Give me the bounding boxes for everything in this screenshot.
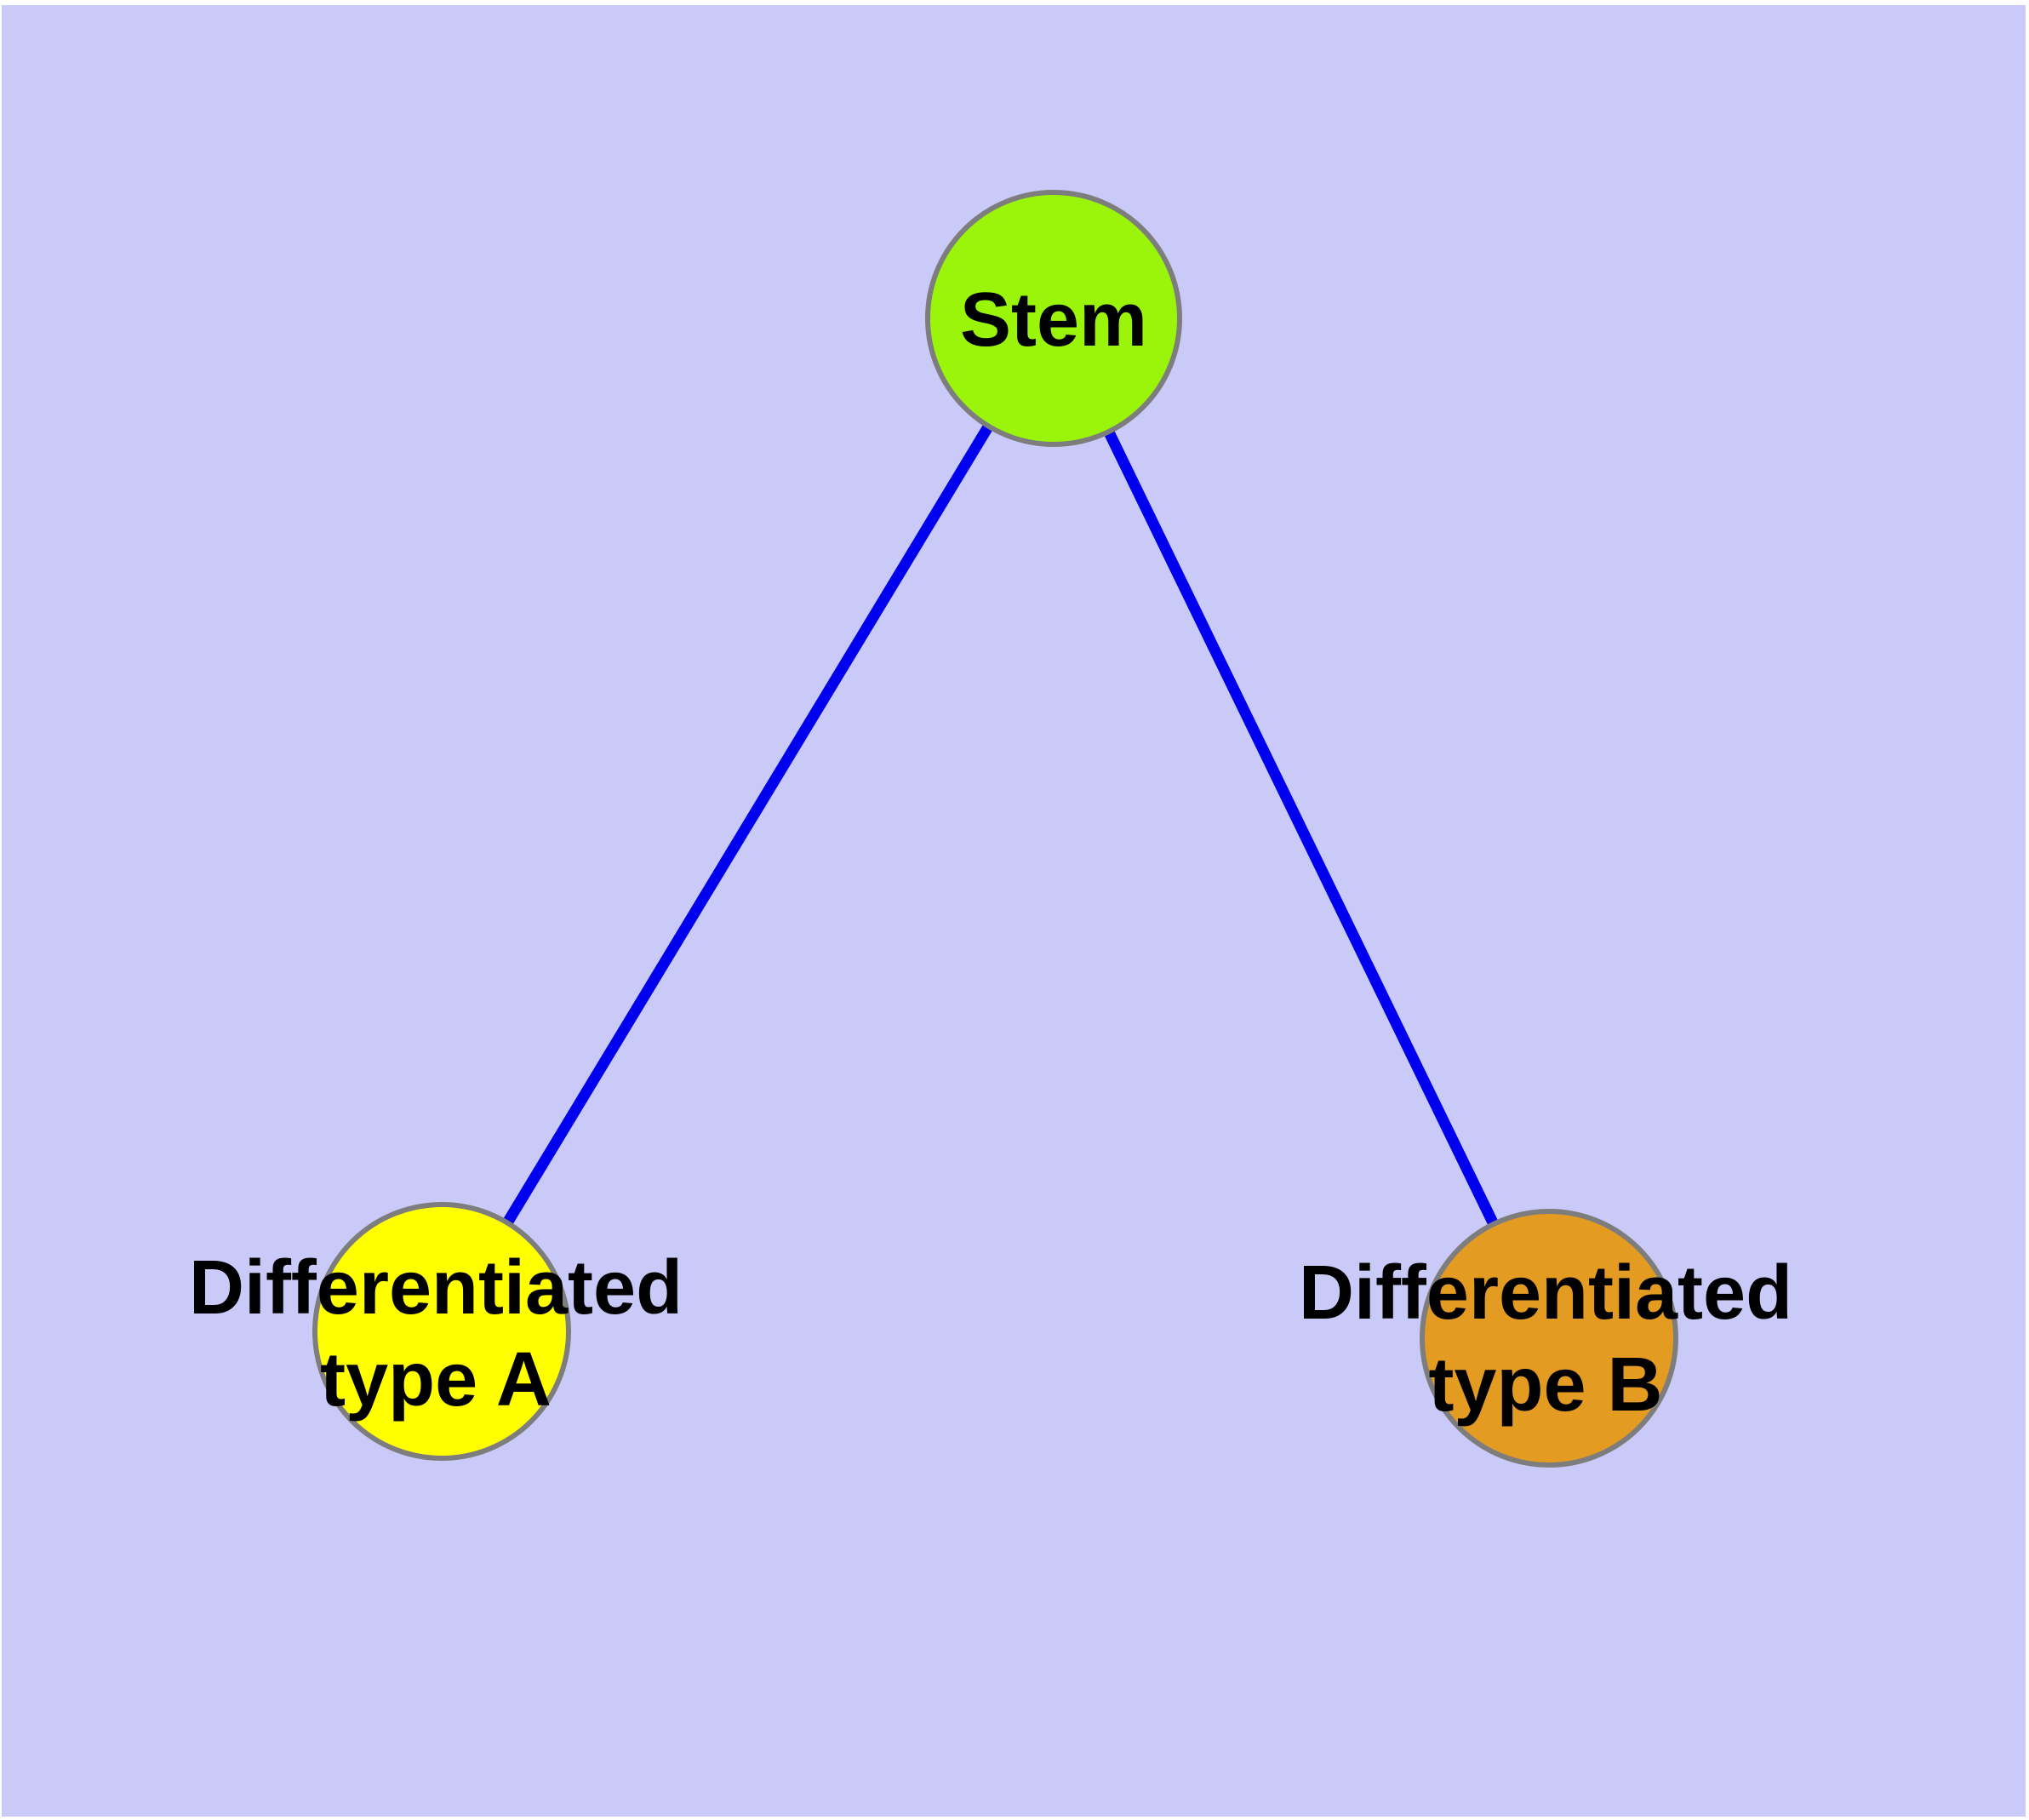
edge-stem-to-type-a — [437, 315, 1059, 1335]
edge-stem-to-type-b — [1049, 316, 1554, 1341]
node-type-b-circle — [1420, 1209, 1678, 1468]
node-stem-circle — [925, 190, 1182, 447]
node-type-a-circle — [312, 1202, 571, 1461]
